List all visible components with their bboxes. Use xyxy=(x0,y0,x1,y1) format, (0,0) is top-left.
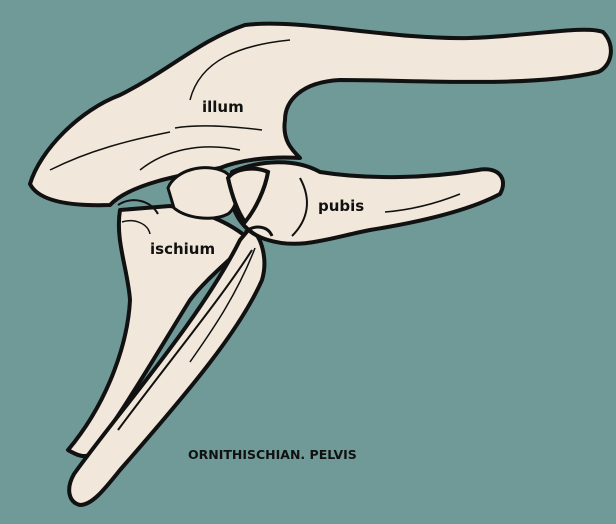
ischium-label: ischium xyxy=(150,240,215,258)
acetabulum xyxy=(168,168,237,219)
pubis-label: pubis xyxy=(318,197,364,215)
ilium-label: illum xyxy=(202,98,244,116)
caption: ORNITHISCHIAN. PELVIS xyxy=(188,447,357,462)
